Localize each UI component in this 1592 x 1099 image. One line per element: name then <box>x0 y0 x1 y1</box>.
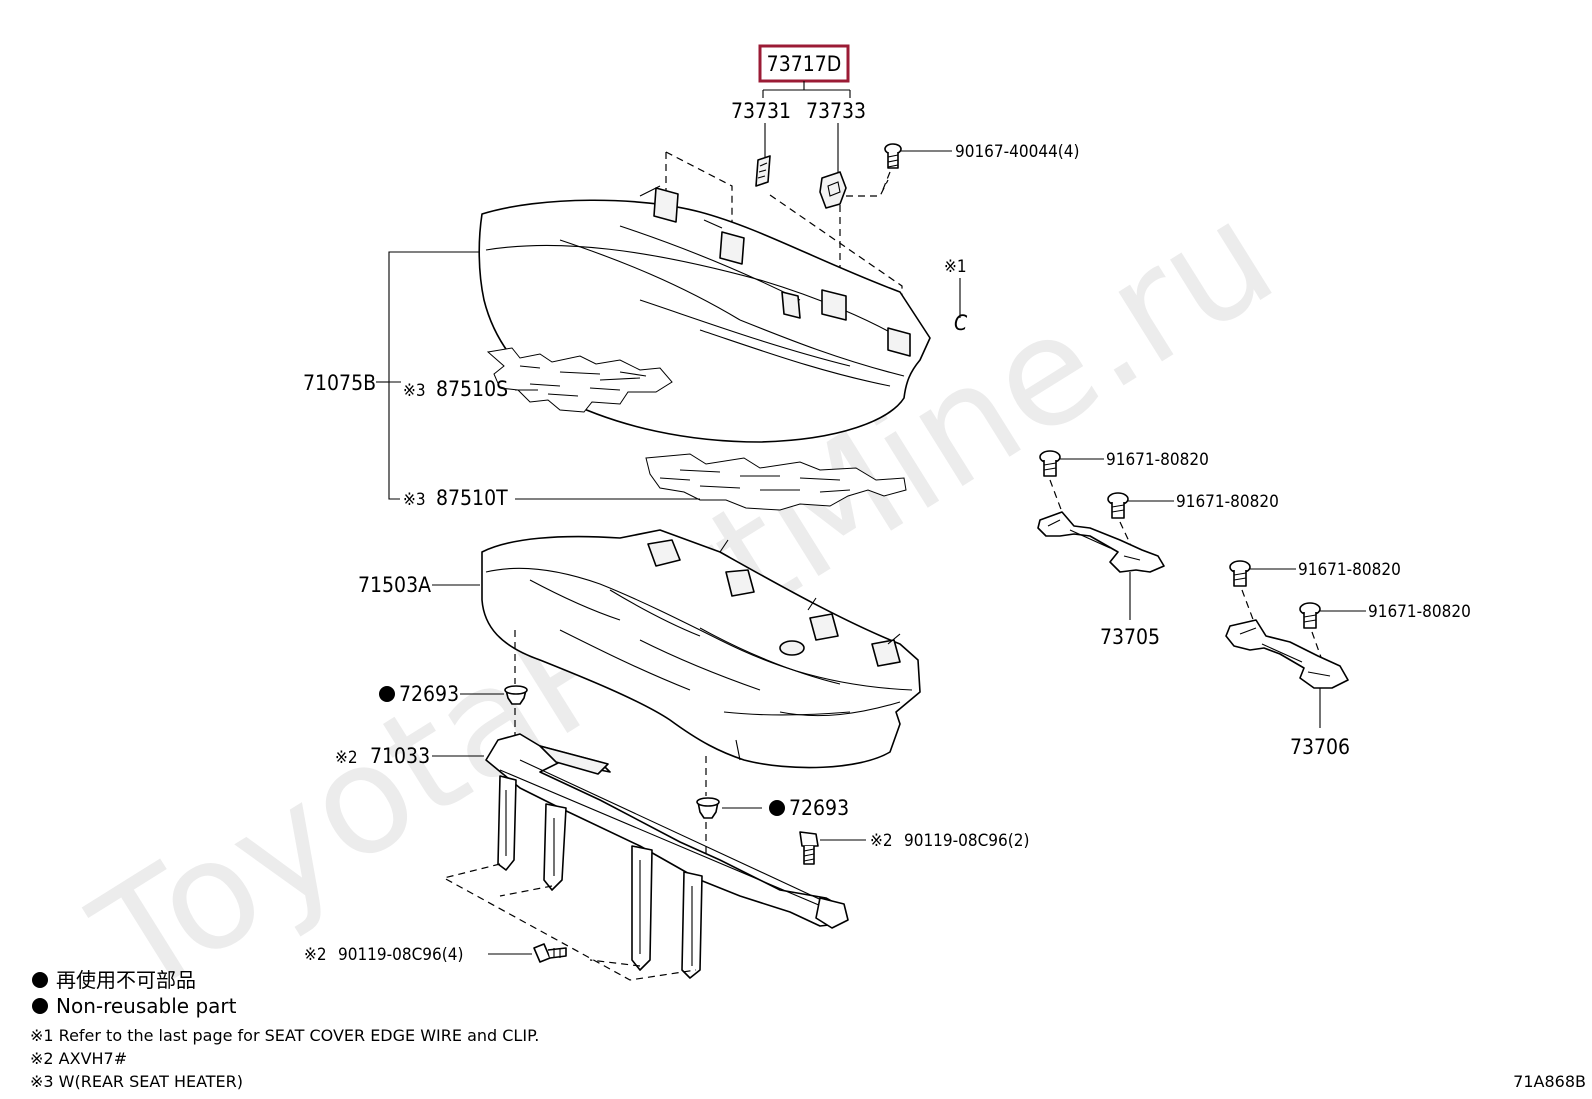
part-label-72693-b[interactable]: 72693 <box>789 796 849 820</box>
part-label-87510T[interactable]: 87510T <box>436 486 508 510</box>
assembly-ref-label[interactable]: 73717D <box>767 52 842 76</box>
part-label-71033[interactable]: 71033 <box>370 744 430 768</box>
ref2-marker-90119-b: ※2 <box>304 945 327 965</box>
legend-non-reusable-jp: 再使用不可部品 <box>56 968 196 992</box>
note-1: ※1 Refer to the last page for SEAT COVER… <box>30 1026 539 1045</box>
bolt-91671-c <box>1229 560 1251 587</box>
legend-non-reusable-en: Non-reusable part <box>56 994 237 1018</box>
bolt-91671-b <box>1107 492 1129 519</box>
part-label-90119-b[interactable]: 90119-08C96(4) <box>338 945 463 965</box>
screw-90167 <box>884 143 902 169</box>
seat-back-cover-71075B <box>478 199 931 443</box>
seat-cushion-71503A <box>481 529 921 769</box>
legend-bullet-jp <box>32 972 48 988</box>
part-label-91671-d[interactable]: 91671-80820 <box>1368 602 1471 622</box>
bracket-71075B <box>388 251 480 500</box>
fastener-72693-b <box>696 797 720 819</box>
part-label-91671-a[interactable]: 91671-80820 <box>1106 450 1209 470</box>
part-label-87510S[interactable]: 87510S <box>436 377 508 401</box>
part-label-90167[interactable]: 90167-40044(4) <box>955 142 1079 162</box>
part-label-71075B[interactable]: 71075B <box>303 371 376 395</box>
ref3-marker-87510S: ※3 <box>403 381 426 401</box>
part-label-73731[interactable]: 73731 <box>731 99 791 123</box>
part-label-91671-c[interactable]: 91671-80820 <box>1298 560 1401 580</box>
non-reusable-bullet-72693-a <box>379 686 395 702</box>
ref2-marker-90119-a: ※2 <box>870 831 893 851</box>
part-label-90119-a[interactable]: 90119-08C96(2) <box>904 831 1029 851</box>
part-label-73705[interactable]: 73705 <box>1100 625 1160 649</box>
part-label-73706[interactable]: 73706 <box>1290 735 1350 759</box>
note-3: ※3 W(REAR SEAT HEATER) <box>30 1072 243 1091</box>
ref2-marker-71033: ※2 <box>335 748 358 768</box>
hinge-73705 <box>1037 511 1165 573</box>
fastener-72693-a <box>504 685 528 705</box>
part-label-73733[interactable]: 73733 <box>806 99 866 123</box>
part-label-71503A[interactable]: 71503A <box>358 573 431 597</box>
non-reusable-bullet-72693-b <box>769 800 785 816</box>
part-label-72693-a[interactable]: 72693 <box>399 682 459 706</box>
bolt-91671-d <box>1299 602 1321 629</box>
bolt-91671-a <box>1039 450 1061 477</box>
clip-73733 <box>819 171 847 209</box>
hinge-73706 <box>1225 619 1349 689</box>
figure-code: 71A868B <box>1513 1072 1586 1091</box>
part-label-91671-b[interactable]: 91671-80820 <box>1176 492 1279 512</box>
assembly-bracket <box>762 81 851 98</box>
bolt-90119-a <box>799 831 819 865</box>
legend-bullet-en <box>32 998 48 1014</box>
note-2: ※2 AXVH7# <box>30 1049 127 1068</box>
bolt-90119-b <box>533 943 567 963</box>
clip-letter-c: C <box>954 311 968 335</box>
ref3-marker-87510T: ※3 <box>403 490 426 510</box>
assembly-highlight-box[interactable] <box>758 44 850 83</box>
ref1-marker-clip: ※1 <box>944 257 967 277</box>
